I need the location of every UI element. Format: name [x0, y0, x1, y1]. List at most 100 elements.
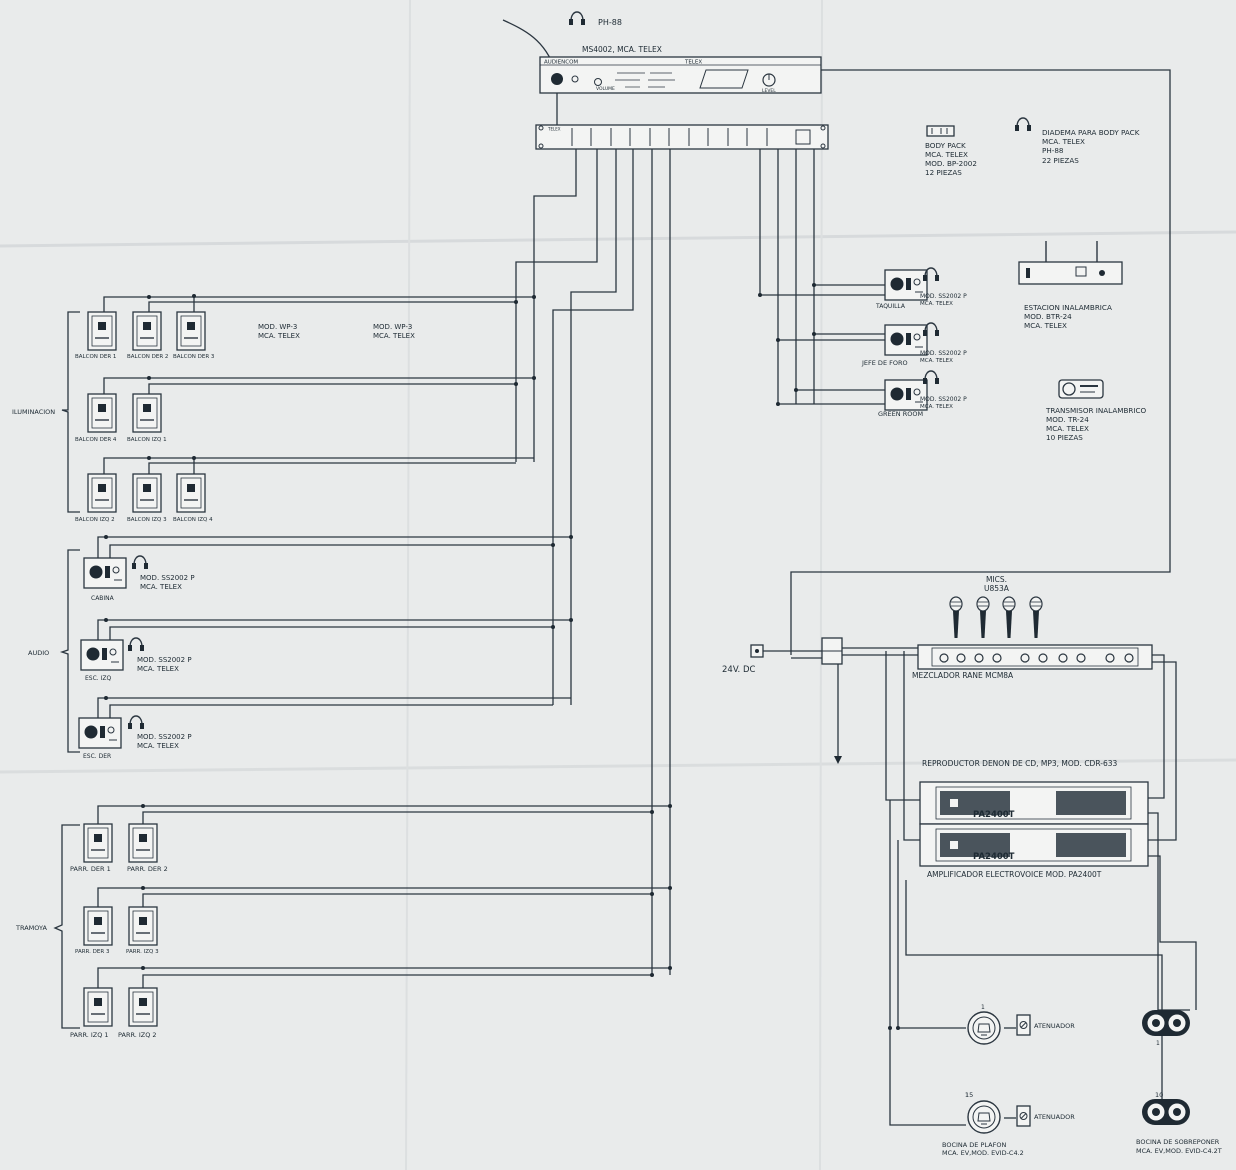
headset-label: PH-88: [598, 18, 622, 27]
qty-label: 10: [1155, 1091, 1163, 1099]
junction-dots: [104, 283, 900, 1030]
panel-label: PARR. IZQ 3: [126, 949, 159, 955]
panel-label: PARR. IZQ 1: [70, 1031, 109, 1039]
mixer: [917, 644, 1153, 670]
qty-label: 15: [965, 1091, 973, 1099]
ss-brand: MCA. TELEX: [140, 583, 182, 591]
panel-label: PARR. IZQ 2: [118, 1031, 157, 1039]
ss-name: GREEN ROOM: [878, 410, 923, 418]
patch-panel: TELEX: [535, 124, 829, 150]
volume-label: VOLUME: [596, 86, 615, 92]
ss-model: MOD. SS2002 P: [140, 574, 195, 582]
qty-label: 1: [981, 1004, 985, 1011]
sobreponer-label: MCA. EV,MOD. EVID-C4.2T: [1136, 1147, 1222, 1155]
wall-panel: [132, 393, 162, 433]
mic-icon: [1029, 596, 1043, 639]
wall-panel: [83, 906, 113, 946]
ss-brand: MCA. TELEX: [137, 742, 179, 750]
diadema-line: 22 PIEZAS: [1042, 156, 1079, 165]
wall-panel: [87, 473, 117, 513]
wall-panel: [176, 473, 206, 513]
sobreponer-label: BOCINA DE SOBREPONER: [1136, 1138, 1220, 1146]
amp-label: AMPLIFICADOR ELECTROVOICE MOD. PA2400T: [927, 870, 1102, 879]
ss-name: TAQUILLA: [875, 303, 906, 310]
wall-panel: [83, 987, 113, 1027]
plafon-label: BOCINA DE PLAFON: [942, 1141, 1006, 1149]
attenuator-icon: [1016, 1105, 1031, 1127]
notes: BODY PACK MCA. TELEX MOD. BP-2002 12 PIE…: [925, 117, 1147, 442]
ss-brand: MCA. TELEX: [137, 665, 179, 673]
panel-label: BALCON DER 1: [75, 354, 116, 360]
main-station-brand: TELEX: [684, 60, 702, 66]
group-label-audio: AUDIO: [28, 649, 49, 657]
wp3-note: MCA. TELEX: [258, 332, 300, 340]
headset-icon: [568, 11, 586, 26]
attenuator-icon: [1016, 1014, 1031, 1036]
diadema-line: PH-88: [1042, 146, 1064, 155]
body-pack-line: 12 PIEZAS: [925, 168, 962, 177]
transmisor-line: 10 PIEZAS: [1046, 433, 1083, 442]
mic-icon: [1002, 596, 1016, 639]
ss-model: MOD. SS2002 P: [920, 396, 967, 403]
wall-panel: [128, 987, 158, 1027]
ss-name: ESC. IZQ: [85, 675, 111, 682]
ss-model: MOD. SS2002 P: [137, 656, 192, 664]
panel-label: BALCON DER 2: [127, 354, 168, 360]
transmitter-icon: [1058, 379, 1104, 399]
attenuator-label: ATENUADOR: [1034, 1022, 1075, 1030]
wall-panel: [83, 823, 113, 863]
tramoya-group: TRAMOYA PARR. DER 1 PARR. DER 2 PARR. DE…: [15, 805, 670, 1039]
ss-name: ESC. DER: [83, 753, 111, 760]
qty-label: 1: [1156, 1040, 1160, 1047]
panel-label: BALCON DER 3: [173, 354, 215, 360]
panel-label: BALCON IZQ 3: [127, 517, 167, 523]
mics-label: U853A: [984, 584, 1010, 593]
iluminacion-group: ILUMINACION BALCON DER 1 BALCON DER 2 BA…: [12, 296, 534, 523]
power-label: 24V. DC: [722, 665, 755, 675]
ss-brand: MCA. TELEX: [920, 404, 953, 410]
audio-group: AUDIO MOD. SS2002 P MCA. TELEX CABINA MO…: [28, 536, 571, 760]
ss-model: MOD. SS2002 P: [137, 733, 192, 741]
mic-icon: [976, 596, 990, 639]
wall-panel: [132, 473, 162, 513]
group-label-iluminacion: ILUMINACION: [12, 408, 55, 416]
surface-speaker-icon: [1141, 1009, 1191, 1037]
mics-label: MICS.: [986, 575, 1007, 584]
display-window: [699, 69, 749, 89]
group-label-tramoya: TRAMOYA: [15, 924, 48, 932]
headset-icon: [127, 715, 145, 730]
transmisor-line: MOD. TR-24: [1046, 415, 1089, 424]
mixer-label: MEZCLADOR RANE MCM8A: [912, 671, 1014, 680]
diadema-headset-icon: [1014, 117, 1032, 132]
estacion-line: MOD. BTR-24: [1024, 312, 1072, 321]
ss-model: MOD. SS2002 P: [920, 350, 967, 357]
speaker-station: [83, 557, 127, 589]
surface-speaker-icon: [1141, 1098, 1191, 1126]
level-label: LEVEL: [762, 88, 776, 94]
estacion-line: MCA. TELEX: [1024, 321, 1067, 330]
panel-label: BALCON DER 4: [75, 437, 117, 443]
main-station-label: MS4002, MCA. TELEX: [582, 45, 662, 54]
speaker-station: [80, 639, 124, 671]
wall-panel: [87, 393, 117, 433]
wp3-note: MOD. WP-3: [373, 323, 412, 331]
ss-name: CABINA: [91, 595, 115, 602]
ceiling-speaker-icon: [967, 1011, 1001, 1045]
panel-label: BALCON IZQ 4: [173, 517, 213, 523]
headset-icon: [922, 370, 940, 385]
attenuator-label: ATENUADOR: [1034, 1113, 1075, 1121]
audio-rack: MICS. U853A MEZCLADOR RANE MCM8A 24V. DC…: [722, 575, 1222, 1157]
wall-panel: [128, 906, 158, 946]
diadema-line: MCA. TELEX: [1042, 137, 1085, 146]
panel-label: BALCON IZQ 1: [127, 437, 167, 443]
estacion-line: ESTACION INALAMBRICA: [1024, 303, 1112, 312]
diadema-line: DIADEMA PARA BODY PACK: [1042, 128, 1140, 137]
main-station-left-tag: AUDIENCOM: [544, 60, 578, 66]
ss-model: MOD. SS2002 P: [920, 293, 967, 300]
cd-label: REPRODUCTOR DENON DE CD, MP3, MOD. CDR-6…: [922, 759, 1117, 768]
volume-knob-icon: [594, 78, 602, 86]
wall-panel: [128, 823, 158, 863]
amplifier: [919, 781, 1149, 825]
transmisor-line: TRANSMISOR INALAMBRICO: [1045, 406, 1147, 415]
